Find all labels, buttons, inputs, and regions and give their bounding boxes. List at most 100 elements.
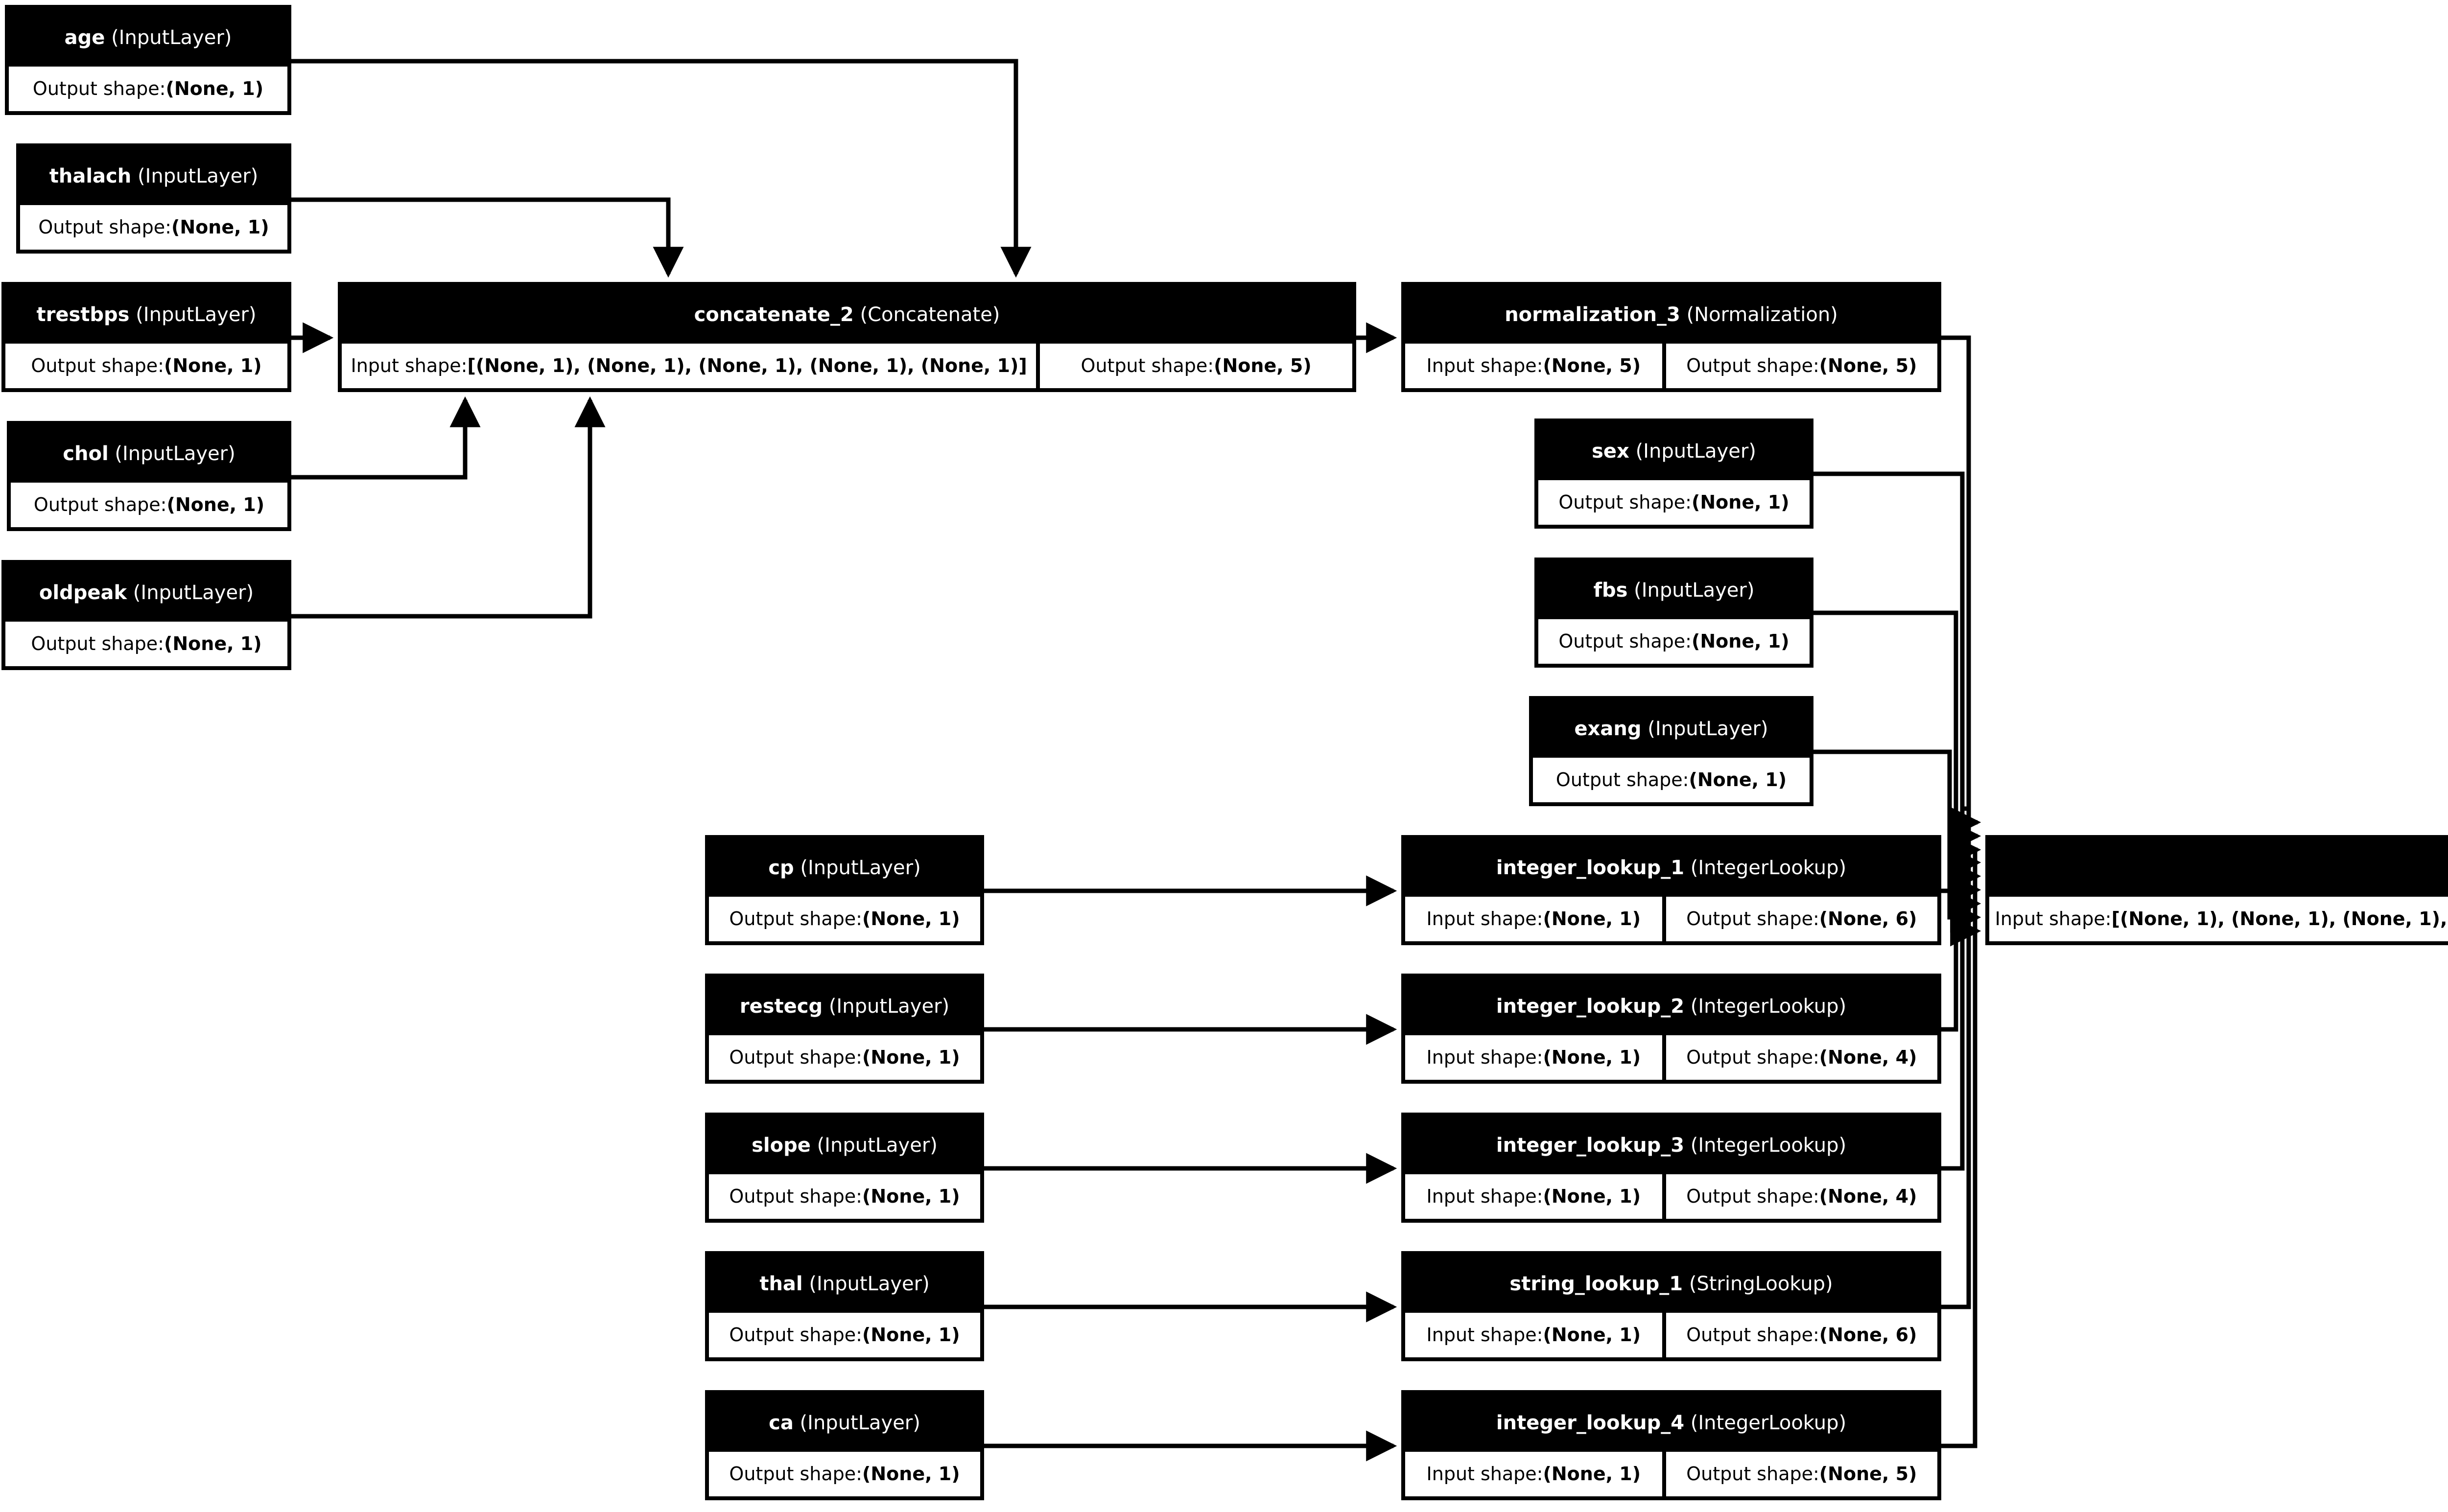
edge-integerlookup4-to-concatenate3 xyxy=(1941,834,1981,1448)
layer-node-exang[interactable]: exang (InputLayer)Output shape: (None, 1… xyxy=(1529,696,1813,806)
shape-row-oldpeak: Output shape: (None, 1) xyxy=(5,622,287,666)
layer-node-string_lookup_1[interactable]: string_lookup_1 (StringLookup) Input shap… xyxy=(1401,1251,1941,1361)
shape-row-trestbps: Output shape: (None, 1) xyxy=(5,344,287,388)
edge-normalization3-to-concatenate3 xyxy=(1941,335,1981,878)
layer-type-age: (InputLayer) xyxy=(111,26,232,49)
output-shape-label-integer_lookup_4: Output shape: xyxy=(1686,1463,1819,1485)
input-shape-value-integer_lookup_4: (None, 1) xyxy=(1543,1463,1641,1485)
layer-name-thal: thal xyxy=(759,1273,803,1295)
output-shape-label-string_lookup_1: Output shape: xyxy=(1686,1324,1819,1346)
layer-title-fbs: fbs (InputLayer) xyxy=(1538,561,1810,619)
output-shape-cell-sex: Output shape: (None, 1) xyxy=(1538,480,1810,525)
layer-node-integer_lookup_2[interactable]: integer_lookup_2 (IntegerLookup)Input sh… xyxy=(1401,974,1941,1084)
layer-node-fbs[interactable]: fbs (InputLayer)Output shape: (None, 1) xyxy=(1534,558,1813,668)
layer-title-slope: slope (InputLayer) xyxy=(709,1117,980,1174)
output-shape-cell-trestbps: Output shape: (None, 1) xyxy=(5,344,287,388)
layer-title-ca: ca (InputLayer) xyxy=(709,1394,980,1452)
layer-node-concatenate_3[interactable]: concatenate_3 (Concatenate)Input shape: … xyxy=(1985,835,2448,945)
output-shape-cell-restecg: Output shape: (None, 1) xyxy=(709,1035,980,1080)
layer-node-integer_lookup_4[interactable]: integer_lookup_4 (IntegerLookup)Input sh… xyxy=(1401,1390,1941,1500)
output-shape-cell-chol: Output shape: (None, 1) xyxy=(11,483,287,527)
output-shape-value-integer_lookup_2: (None, 4) xyxy=(1819,1046,1917,1068)
layer-type-trestbps: (InputLayer) xyxy=(136,303,257,326)
layer-name-integer_lookup_1: integer_lookup_1 xyxy=(1496,857,1685,879)
input-shape-label-concatenate_3: Input shape: xyxy=(1995,907,2112,930)
layer-title-concatenate_3: concatenate_3 (Concatenate) xyxy=(1989,839,2448,897)
output-shape-cell-fbs: Output shape: (None, 1) xyxy=(1538,619,1810,664)
output-shape-value-thalach: (None, 1) xyxy=(171,216,269,238)
layer-node-thalach[interactable]: thalach (InputLayer) Output shape: (None,… xyxy=(16,143,291,254)
input-shape-cell-integer_lookup_2: Input shape: (None, 1) xyxy=(1405,1035,1662,1080)
layer-type-integer_lookup_4: (IntegerLookup) xyxy=(1690,1412,1847,1434)
layer-node-trestbps[interactable]: trestbps (InputLayer)Output shape: (None… xyxy=(1,282,291,392)
layer-name-ca: ca xyxy=(769,1412,794,1434)
shape-row-integer_lookup_4: Input shape: (None, 1)Output shape: (Non… xyxy=(1405,1452,1937,1496)
shape-row-fbs: Output shape: (None, 1) xyxy=(1538,619,1810,664)
output-shape-label-chol: Output shape: xyxy=(33,493,167,515)
layer-node-chol[interactable]: chol (InputLayer)Output shape: (None, 1) xyxy=(7,421,291,531)
edge-sex-to-concatenate3 xyxy=(1813,471,1981,892)
layer-node-age[interactable]: age (InputLayer)Output shape: (None, 1) xyxy=(5,5,291,115)
input-shape-value-integer_lookup_2: (None, 1) xyxy=(1543,1046,1641,1068)
shape-row-integer_lookup_1: Input shape: (None, 1)Output shape: (Non… xyxy=(1405,897,1937,941)
layer-node-integer_lookup_1[interactable]: integer_lookup_1 (IntegerLookup)Input sh… xyxy=(1401,835,1941,945)
input-shape-label-string_lookup_1: Input shape: xyxy=(1426,1324,1543,1346)
shape-row-integer_lookup_3: Input shape: (None, 1)Output shape: (Non… xyxy=(1405,1174,1937,1219)
layer-name-concatenate_2: concatenate_2 xyxy=(694,303,854,326)
edge-thalach-to-concatenate2 xyxy=(291,197,684,278)
output-shape-label-restecg: Output shape: xyxy=(729,1046,862,1068)
output-shape-label-sex: Output shape: xyxy=(1558,491,1692,513)
edge-age-to-concatenate2 xyxy=(291,59,1032,278)
layer-name-oldpeak: oldpeak xyxy=(39,582,127,604)
output-shape-value-slope: (None, 1) xyxy=(862,1185,960,1207)
layer-type-fbs: (InputLayer) xyxy=(1634,579,1755,602)
layer-node-integer_lookup_3[interactable]: integer_lookup_3 (IntegerLookup)Input sh… xyxy=(1401,1113,1941,1223)
output-shape-value-oldpeak: (None, 1) xyxy=(164,632,262,654)
output-shape-cell-cp: Output shape: (None, 1) xyxy=(709,897,980,941)
input-shape-cell-concatenate_3: Input shape: [(None, 1), (None, 1), (Non… xyxy=(1989,897,2448,941)
layer-node-ca[interactable]: ca (InputLayer)Output shape: (None, 1) xyxy=(705,1390,984,1500)
output-shape-cell-normalization_3: Output shape: (None, 5) xyxy=(1662,344,1937,388)
layer-type-concatenate_2: (Concatenate) xyxy=(860,303,1000,326)
layer-node-sex[interactable]: sex (InputLayer)Output shape: (None, 1) xyxy=(1534,419,1813,529)
output-shape-label-thalach: Output shape: xyxy=(38,216,171,238)
layer-name-sex: sex xyxy=(1592,440,1629,463)
layer-title-integer_lookup_2: integer_lookup_2 (IntegerLookup) xyxy=(1405,977,1937,1035)
input-shape-value-normalization_3: (None, 5) xyxy=(1543,354,1641,376)
input-shape-label-concatenate_2: Input shape: xyxy=(351,354,468,376)
layer-type-integer_lookup_3: (IntegerLookup) xyxy=(1690,1134,1847,1157)
layer-node-cp[interactable]: cp (InputLayer)Output shape: (None, 1) xyxy=(705,835,984,945)
output-shape-cell-integer_lookup_4: Output shape: (None, 5) xyxy=(1662,1452,1937,1496)
layer-node-slope[interactable]: slope (InputLayer) Output shape: (None, 1… xyxy=(705,1113,984,1223)
layer-title-chol: chol (InputLayer) xyxy=(11,425,287,483)
layer-node-concatenate_2[interactable]: concatenate_2 (Concatenate) Input shape: … xyxy=(338,282,1356,392)
output-shape-cell-oldpeak: Output shape: (None, 1) xyxy=(5,622,287,666)
layer-title-restecg: restecg (InputLayer) xyxy=(709,977,980,1035)
output-shape-value-sex: (None, 1) xyxy=(1691,491,1789,513)
edge-integerlookup2-to-concatenate3 xyxy=(1941,915,1981,1032)
output-shape-label-concatenate_2: Output shape: xyxy=(1081,354,1214,376)
layer-node-restecg[interactable]: restecg (InputLayer)Output shape: (None,… xyxy=(705,974,984,1084)
input-shape-label-integer_lookup_1: Input shape: xyxy=(1426,907,1543,930)
layer-title-thalach: thalach (InputLayer) xyxy=(20,147,287,205)
input-shape-cell-concatenate_2: Input shape: [(None, 1), (None, 1), (Non… xyxy=(342,344,1036,388)
output-shape-cell-integer_lookup_2: Output shape: (None, 4) xyxy=(1662,1035,1937,1080)
layer-type-ca: (InputLayer) xyxy=(800,1412,920,1434)
output-shape-label-integer_lookup_1: Output shape: xyxy=(1686,907,1819,930)
layer-title-string_lookup_1: string_lookup_1 (StringLookup) xyxy=(1405,1255,1937,1313)
layer-node-normalization_3[interactable]: normalization_3 (Normalization)Input sha… xyxy=(1401,282,1941,392)
layer-type-normalization_3: (Normalization) xyxy=(1686,303,1838,326)
layer-name-integer_lookup_4: integer_lookup_4 xyxy=(1496,1412,1685,1434)
output-shape-value-ca: (None, 1) xyxy=(862,1463,960,1485)
layer-type-string_lookup_1: (StringLookup) xyxy=(1689,1273,1833,1295)
output-shape-label-integer_lookup_2: Output shape: xyxy=(1686,1046,1819,1068)
layer-node-oldpeak[interactable]: oldpeak (InputLayer)Output shape: (None,… xyxy=(1,560,291,670)
output-shape-value-fbs: (None, 1) xyxy=(1691,630,1789,652)
output-shape-label-normalization_3: Output shape: xyxy=(1686,354,1819,376)
input-shape-cell-integer_lookup_3: Input shape: (None, 1) xyxy=(1405,1174,1662,1219)
layer-node-thal[interactable]: thal (InputLayer)Output shape: (None, 1) xyxy=(705,1251,984,1361)
output-shape-label-slope: Output shape: xyxy=(729,1185,862,1207)
layer-title-oldpeak: oldpeak (InputLayer) xyxy=(5,564,287,622)
